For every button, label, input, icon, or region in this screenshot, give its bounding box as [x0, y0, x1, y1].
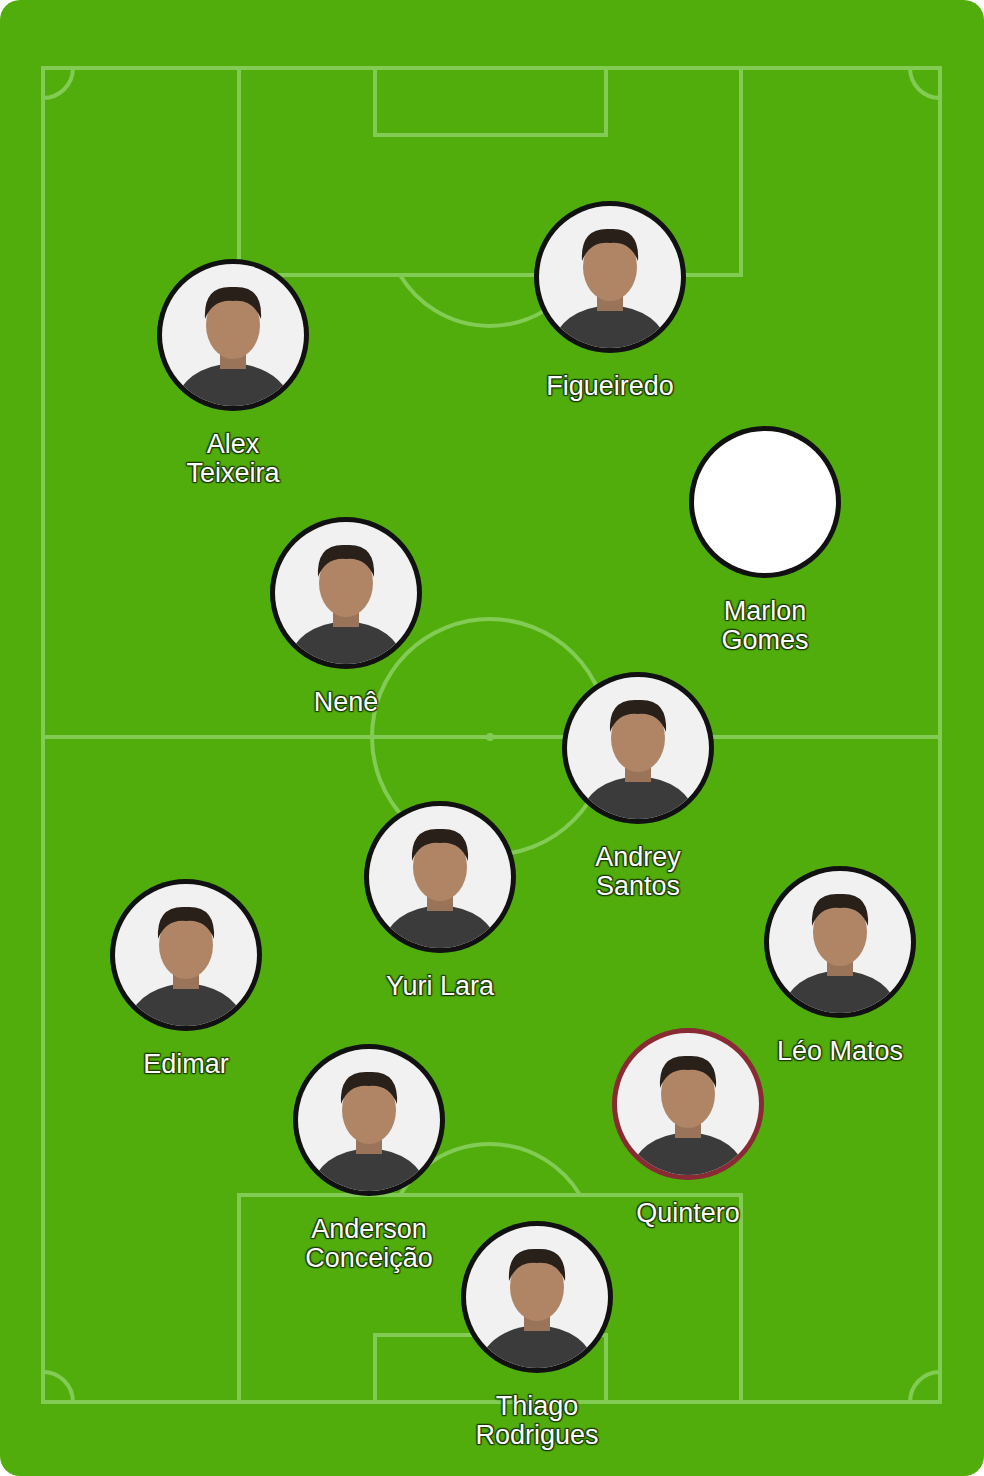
player-name: Figueiredo [546, 372, 674, 401]
player-photo [363, 800, 517, 954]
player-photo [561, 671, 715, 825]
player-name: Andrey Santos [568, 843, 708, 901]
player-marker: Anderson Conceição [284, 1043, 454, 1273]
player-name: Marlon Gomes [700, 597, 830, 655]
player-name: Quintero [636, 1199, 740, 1228]
player-name: Nenê [314, 688, 379, 717]
player-photo [269, 516, 423, 670]
player-name: Léo Matos [777, 1037, 903, 1066]
player-name: Anderson Conceição [284, 1215, 454, 1273]
player-photo [460, 1220, 614, 1374]
player-marker: Marlon Gomes [688, 425, 842, 655]
player-marker: Léo Matos [763, 865, 917, 1066]
player-name: Thiago Rodrigues [452, 1392, 622, 1450]
player-photo [611, 1027, 765, 1181]
player-marker: Alex Teixeira [156, 258, 310, 488]
player-marker: Quintero [611, 1027, 765, 1228]
player-marker: Nenê [269, 516, 423, 717]
player-marker: Thiago Rodrigues [452, 1220, 622, 1450]
player-name: Yuri Lara [386, 972, 494, 1001]
player-marker: Andrey Santos [561, 671, 715, 901]
player-photo [763, 865, 917, 1019]
player-photo [688, 425, 842, 579]
player-photo [292, 1043, 446, 1197]
player-photo [109, 878, 263, 1032]
player-marker: Yuri Lara [363, 800, 517, 1001]
player-photo [533, 200, 687, 354]
player-name: Edimar [143, 1050, 229, 1079]
player-photo [156, 258, 310, 412]
player-marker: Edimar [109, 878, 263, 1079]
player-name: Alex Teixeira [168, 430, 298, 488]
player-marker: Figueiredo [533, 200, 687, 401]
